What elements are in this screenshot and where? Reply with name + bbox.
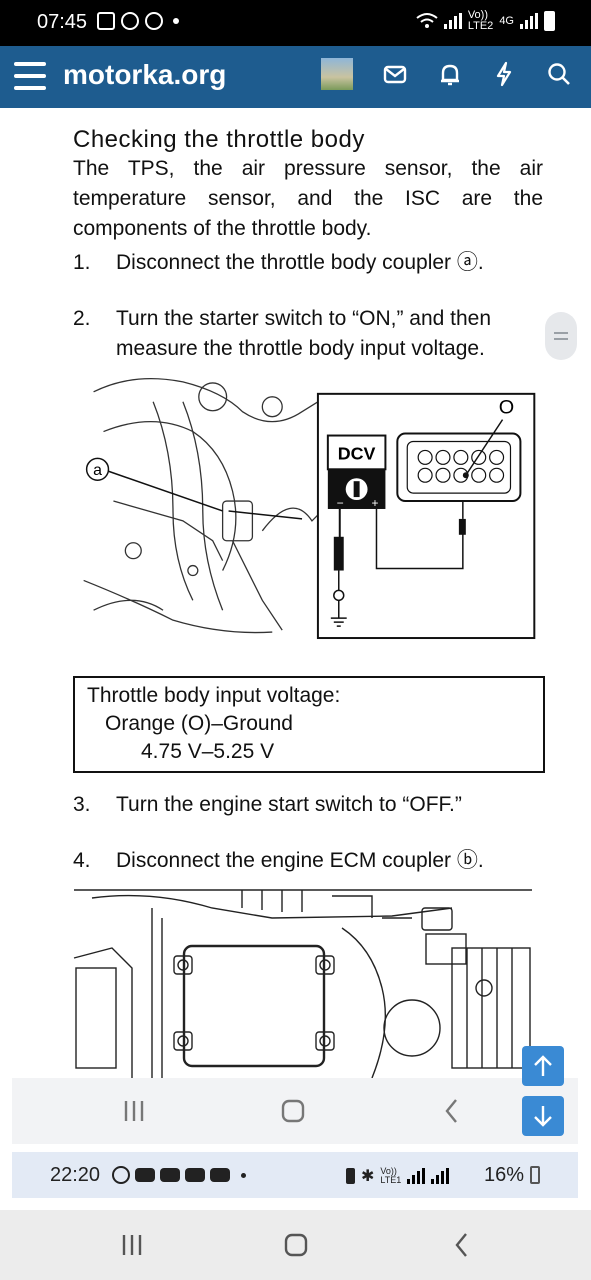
- inner-status-bar: 22:20 ✱ Vo))LTE1 16%: [12, 1152, 578, 1198]
- more-notifications-dot: [173, 18, 179, 24]
- network-type: 4G: [499, 14, 514, 27]
- inner-signal-icon-2: [431, 1168, 450, 1184]
- battery-icon: [544, 11, 555, 31]
- callout-o-label: O: [499, 397, 514, 419]
- inner-notification-icons: [112, 1166, 246, 1184]
- scroll-down-button[interactable]: [522, 1096, 564, 1136]
- wifi-icon: [416, 13, 438, 28]
- callout-a-label: a: [93, 462, 102, 479]
- signal-icon: [443, 13, 462, 29]
- throttle-diagram: a DCV − + O: [83, 378, 536, 640]
- arrow-up-icon: [534, 1055, 552, 1076]
- meter-minus: −: [337, 496, 344, 510]
- system-nav-bar: [0, 1210, 591, 1280]
- bluetooth-icon: ✱: [361, 1168, 375, 1185]
- scroll-handle[interactable]: [545, 312, 577, 360]
- signal-icon-2: [520, 13, 538, 29]
- inner-status-time: 22:20: [50, 1164, 101, 1186]
- inner-signal-icon: [407, 1168, 426, 1184]
- status-time: 07:45: [37, 11, 88, 33]
- gallery-icon: [97, 12, 115, 30]
- youtube-icon: [135, 1168, 155, 1182]
- whatsapp-icon: [112, 1166, 130, 1184]
- home-icon[interactable]: [273, 1091, 313, 1131]
- spec-title: Throttle body input voltage:: [87, 684, 341, 707]
- settings-icon: [121, 12, 139, 30]
- arrow-down-icon: [534, 1106, 552, 1127]
- document-text: Checking the throttle body The TPS, the …: [73, 126, 543, 244]
- scroll-up-button[interactable]: [522, 1046, 564, 1086]
- youtube-icon-4: [210, 1168, 230, 1182]
- meter-label: DCV: [338, 443, 376, 463]
- inner-nav-bar: [12, 1078, 578, 1144]
- status-bar: 07:45 Vo))LTE2 4G: [0, 0, 591, 46]
- more-dot: [241, 1172, 246, 1178]
- spec-line-1: Orange (O)–Ground: [105, 712, 293, 735]
- recents-icon[interactable]: [114, 1091, 154, 1131]
- spec-box: Throttle body input voltage: Orange (O)–…: [73, 676, 545, 773]
- ecm-diagram: [73, 889, 532, 1078]
- recents-icon[interactable]: [112, 1225, 152, 1265]
- site-name[interactable]: motorka.org: [63, 59, 227, 90]
- spec-line-2: 4.75 V–5.25 V: [141, 740, 275, 763]
- bell-icon[interactable]: [436, 60, 464, 88]
- volte-label: Vo))LTE2: [467, 9, 494, 32]
- battery-saver-icon: [145, 12, 163, 30]
- section-heading: Checking the throttle body: [73, 126, 365, 153]
- home-icon[interactable]: [276, 1225, 316, 1265]
- bolt-icon[interactable]: [490, 60, 518, 88]
- battery-saver-icon: [346, 1168, 355, 1184]
- youtube-icon-3: [185, 1168, 205, 1182]
- document-image: Checking the throttle body The TPS, the …: [12, 108, 578, 1078]
- inbox-icon[interactable]: [381, 60, 409, 88]
- intro-paragraph: The TPS, the air pressure sensor, the ai…: [73, 157, 543, 240]
- inner-battery-icon: [530, 1166, 540, 1184]
- back-icon[interactable]: [442, 1225, 482, 1265]
- youtube-icon-2: [160, 1168, 180, 1182]
- back-icon[interactable]: [432, 1091, 472, 1131]
- menu-icon[interactable]: [14, 62, 46, 90]
- meter-plus: +: [372, 496, 379, 510]
- status-right: Vo))LTE2 4G: [416, 10, 555, 32]
- inner-status-right: ✱ Vo))LTE1: [346, 1166, 450, 1186]
- app-bar: motorka.org: [0, 46, 591, 108]
- avatar[interactable]: [321, 58, 353, 90]
- notification-icons: [97, 12, 179, 30]
- inner-volte-label: Vo))LTE1: [380, 1166, 402, 1185]
- inner-battery-percent: 16%: [484, 1164, 525, 1186]
- search-icon[interactable]: [545, 60, 573, 88]
